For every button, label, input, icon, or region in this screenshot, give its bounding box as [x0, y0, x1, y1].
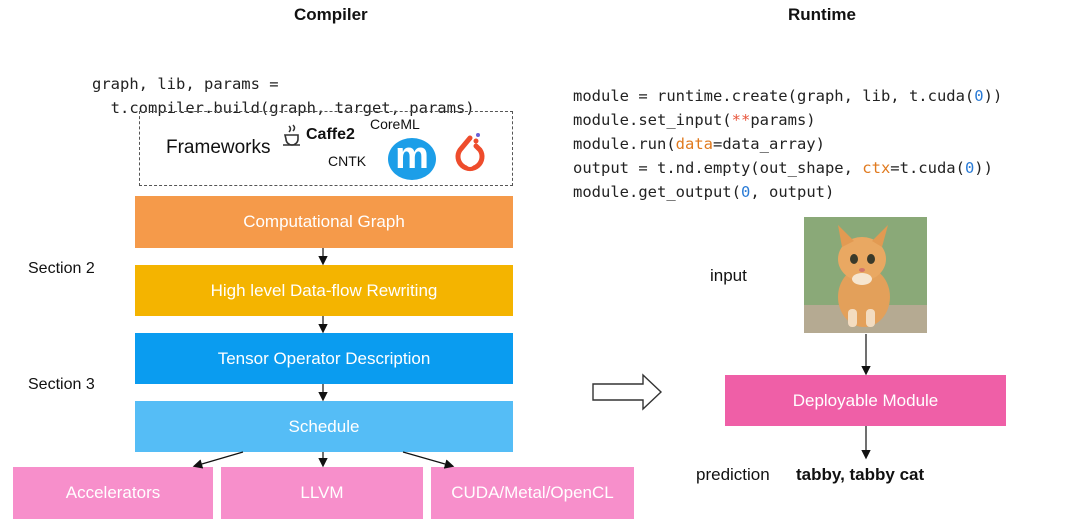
stage-label: Computational Graph — [243, 212, 405, 231]
stage-dataflow-rewriting: High level Data-flow Rewriting — [135, 265, 513, 316]
caffe2-text: Caffe2 — [306, 126, 355, 143]
runtime-code: module = runtime.create(graph, lib, t.cu… — [573, 60, 1002, 204]
target-accelerators: Accelerators — [13, 467, 213, 519]
input-label: input — [710, 266, 747, 285]
runtime-code-line-5: module.get_output(0, output) — [573, 183, 835, 201]
runtime-heading: Runtime — [788, 5, 856, 24]
coreml-text: CoreML — [370, 116, 420, 132]
runtime-code-line-4: output = t.nd.empty(out_shape, ctx=t.cud… — [573, 159, 993, 177]
frameworks-label: Frameworks — [166, 137, 271, 158]
cntk-text: CNTK — [328, 153, 367, 169]
arrow-schedule-to-cuda — [402, 451, 455, 469]
mxnet-logo-icon: m — [388, 135, 436, 180]
target-label: Accelerators — [65, 483, 161, 502]
runtime-code-line-2: module.set_input(**params) — [573, 111, 816, 129]
stage-computational-graph: Computational Graph — [135, 196, 513, 248]
deployable-module-label: Deployable Module — [792, 390, 939, 410]
mxnet-letter: m — [395, 135, 429, 177]
caffe2-logo — [282, 124, 304, 153]
target-cuda-metal-opencl: CUDA/Metal/OpenCL — [431, 467, 634, 519]
hollow-arrow-compiler-to-runtime — [592, 373, 663, 411]
prediction-value: tabby, tabby cat — [796, 465, 925, 484]
frameworks-box: Frameworks Caffe2 CoreML CNTK m — [139, 111, 513, 186]
cat-image — [804, 217, 927, 333]
runtime-code-line-1: module = runtime.create(graph, lib, t.cu… — [573, 87, 1003, 105]
section-3-label: Section 3 — [28, 376, 95, 393]
deployable-module-box: Deployable Module — [725, 375, 1006, 426]
stage-tensor-operator: Tensor Operator Description — [135, 333, 513, 384]
stage-label: High level Data-flow Rewriting — [210, 280, 438, 300]
compiler-heading: Compiler — [294, 5, 368, 24]
target-llvm: LLVM — [221, 467, 423, 519]
compiler-code-line-2: t.compiler.build(graph, target, params) — [92, 99, 475, 117]
section-2-label: Section 2 — [28, 260, 95, 277]
target-label: CUDA/Metal/OpenCL — [451, 483, 614, 502]
compiler-code: graph, lib, params = t.compiler.build(gr… — [92, 48, 475, 120]
target-label: LLVM — [300, 483, 344, 502]
coffee-cup-icon — [283, 124, 300, 146]
prediction-label: prediction — [696, 465, 770, 484]
stage-label: Tensor Operator Description — [217, 348, 431, 368]
stage-label: Schedule — [288, 416, 360, 436]
compiler-code-line-1: graph, lib, params = — [92, 75, 279, 93]
flame-logo-icon — [452, 130, 488, 183]
stage-schedule: Schedule — [135, 401, 513, 452]
kitten-illustration — [804, 217, 927, 333]
arrow-schedule-to-accelerators — [192, 451, 244, 469]
runtime-code-line-3: module.run(data=data_array) — [573, 135, 825, 153]
